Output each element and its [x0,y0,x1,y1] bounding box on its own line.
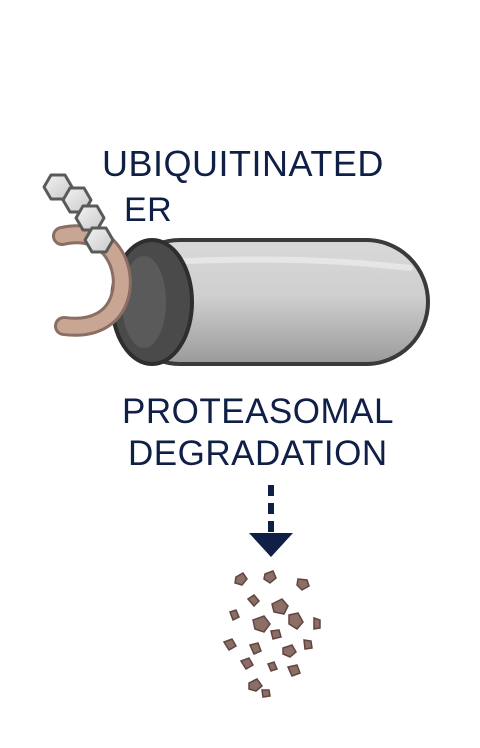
degradation-label: DEGRADATION [128,434,388,473]
fragment [246,594,261,608]
fragment [288,612,304,630]
fragment [303,639,313,650]
ubiquitin-chain-icon [42,173,115,254]
fragment [248,678,264,692]
fragment [286,664,301,677]
er-label: ER [124,191,173,229]
fragment [229,609,240,622]
ubiquitinated-label: UBIQUITINATED [102,143,384,184]
fragment [270,629,282,640]
fragment [252,615,271,633]
proteasomal-label: PROTEASOMAL [122,392,394,431]
fragment [296,578,310,591]
peptide-fragments-icon [222,570,321,698]
fragment [282,644,297,658]
fragment [263,570,277,584]
ubiquitin-hexagon [83,226,115,254]
fragment [239,657,255,671]
fragment [222,638,238,652]
proteasome-cylinder-icon [110,238,430,366]
fragment [266,661,279,672]
ubiquitin-hexagon [74,204,106,232]
fragment [234,572,248,586]
fragment [248,642,262,655]
fragment [313,616,321,630]
dashed-down-arrow-icon [249,485,293,557]
fragment [261,689,271,698]
fragment [271,598,289,615]
